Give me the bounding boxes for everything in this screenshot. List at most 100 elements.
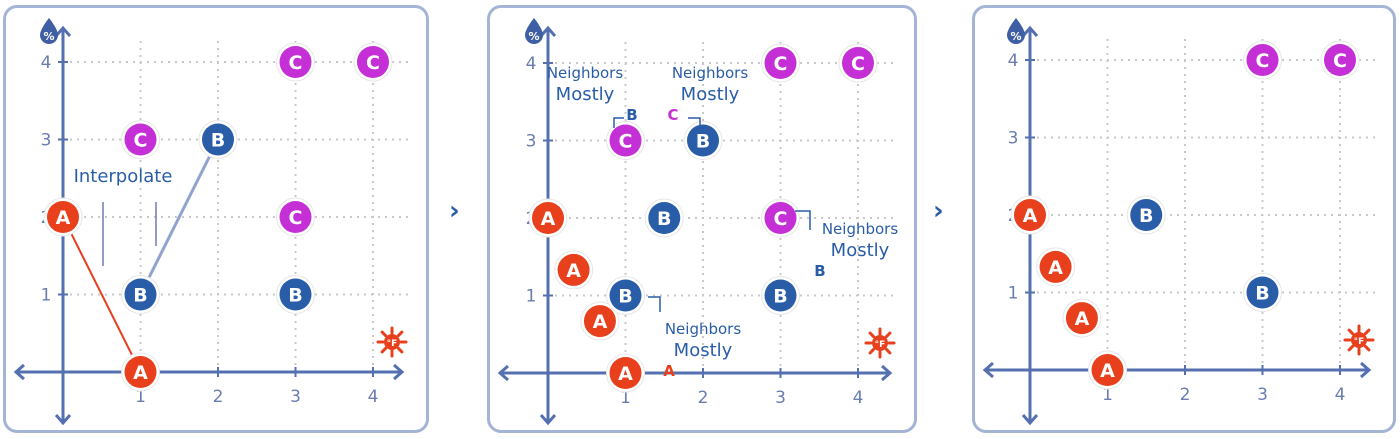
point-a: A xyxy=(1036,247,1076,287)
point-a: A xyxy=(121,352,160,392)
point-label: C xyxy=(774,53,788,75)
svg-text:%: % xyxy=(43,30,54,43)
humidity-drop-icon: % xyxy=(40,18,58,44)
y-tick-label: 1 xyxy=(526,287,537,307)
point-a: A xyxy=(528,198,568,238)
y-tick-label: 3 xyxy=(41,131,52,151)
point-label: B xyxy=(1255,283,1269,305)
point-label: C xyxy=(1256,50,1270,72)
y-tick-label: 4 xyxy=(41,53,52,73)
point-c: C xyxy=(276,42,315,82)
svg-text:%: % xyxy=(528,30,539,43)
plot-interpolated: 12341234%°FAAAABBBBCCCCNeighborsMostlyBN… xyxy=(497,18,899,426)
svg-text:°F: °F xyxy=(1354,337,1365,347)
point-c: C xyxy=(761,43,800,83)
y-tick-label: 3 xyxy=(1008,129,1019,149)
point-b: B xyxy=(683,121,723,160)
point-label: B xyxy=(288,285,302,307)
interpolate-line-a xyxy=(62,216,142,373)
note-line-1: Neighbors xyxy=(547,64,624,82)
point-label: C xyxy=(1333,50,1347,72)
note-line-1: Neighbors xyxy=(822,220,899,238)
point-label: B xyxy=(696,131,710,153)
y-axis-arrow-bottom xyxy=(54,414,72,426)
sun-temperature-icon: °F xyxy=(1343,324,1375,356)
note-line-1: Neighbors xyxy=(665,320,742,338)
point-label: C xyxy=(851,53,865,75)
x-tick-label: 2 xyxy=(698,388,709,408)
point-label: B xyxy=(618,286,632,308)
point-label: B xyxy=(773,286,787,308)
note-bracket xyxy=(648,296,661,312)
y-axis-arrow-top xyxy=(539,25,557,37)
point-label: C xyxy=(619,131,633,153)
humidity-drop-icon: % xyxy=(525,18,543,44)
point-label: B xyxy=(211,130,225,152)
point-label: A xyxy=(541,208,556,230)
point-label: A xyxy=(1075,308,1090,330)
sun-temperature-icon: °F xyxy=(864,327,896,359)
point-label: B xyxy=(133,285,147,307)
x-axis-arrow-right xyxy=(393,363,405,381)
point-c: C xyxy=(838,43,878,83)
point-label: A xyxy=(1023,205,1038,227)
y-axis-arrow-top xyxy=(1021,25,1039,37)
x-axis-arrow-left xyxy=(982,361,994,379)
x-tick-label: 1 xyxy=(1102,385,1113,405)
annotation-interpolate: Interpolate xyxy=(74,166,173,187)
x-tick-label: 3 xyxy=(290,387,301,407)
point-label: C xyxy=(289,207,303,229)
point-label: C xyxy=(134,130,148,152)
point-b: B xyxy=(606,276,645,315)
point-b: B xyxy=(1126,195,1166,235)
y-tick-label: 1 xyxy=(1008,284,1019,304)
point-label: C xyxy=(774,208,788,230)
interpolate-line-b xyxy=(139,138,220,296)
x-axis-arrow-left xyxy=(13,363,25,381)
y-axis-arrow-bottom xyxy=(539,414,557,426)
svg-text:°F: °F xyxy=(387,339,398,349)
svg-text:%: % xyxy=(1010,30,1021,43)
point-a: A xyxy=(580,301,620,341)
point-b: B xyxy=(198,120,238,159)
point-label: C xyxy=(289,52,303,74)
point-b: B xyxy=(121,275,160,314)
y-axis-arrow-top xyxy=(54,25,72,37)
point-label: A xyxy=(1100,360,1115,382)
x-axis-arrow-left xyxy=(497,364,509,382)
point-a: A xyxy=(1088,350,1127,390)
point-label: A xyxy=(56,207,71,229)
x-axis-arrow-right xyxy=(1360,361,1372,379)
note-line-2: Mostly xyxy=(831,240,890,261)
point-a: A xyxy=(1062,298,1102,338)
point-c: C xyxy=(1320,40,1360,80)
humidity-drop-icon: % xyxy=(1007,18,1025,44)
svg-text:°F: °F xyxy=(875,340,886,350)
sun-temperature-icon: °F xyxy=(376,326,408,358)
point-label: C xyxy=(366,52,380,74)
note-class: A xyxy=(663,362,675,380)
y-tick-label: 4 xyxy=(1008,51,1019,71)
note-line-2: Mostly xyxy=(556,84,615,105)
note-class: B xyxy=(626,106,637,124)
point-c: C xyxy=(353,42,393,82)
y-tick-label: 1 xyxy=(41,286,52,306)
point-a: A xyxy=(1010,195,1050,235)
note-line-2: Mostly xyxy=(681,84,740,105)
x-tick-label: 2 xyxy=(213,387,224,407)
note-bracket xyxy=(795,210,811,230)
point-b: B xyxy=(761,276,800,315)
x-tick-label: 3 xyxy=(1257,385,1268,405)
point-label: B xyxy=(657,208,671,230)
y-tick-label: 3 xyxy=(526,132,537,152)
point-b: B xyxy=(1243,273,1282,312)
point-c: C xyxy=(276,197,315,237)
point-c: C xyxy=(761,198,800,238)
point-c: C xyxy=(606,121,645,160)
